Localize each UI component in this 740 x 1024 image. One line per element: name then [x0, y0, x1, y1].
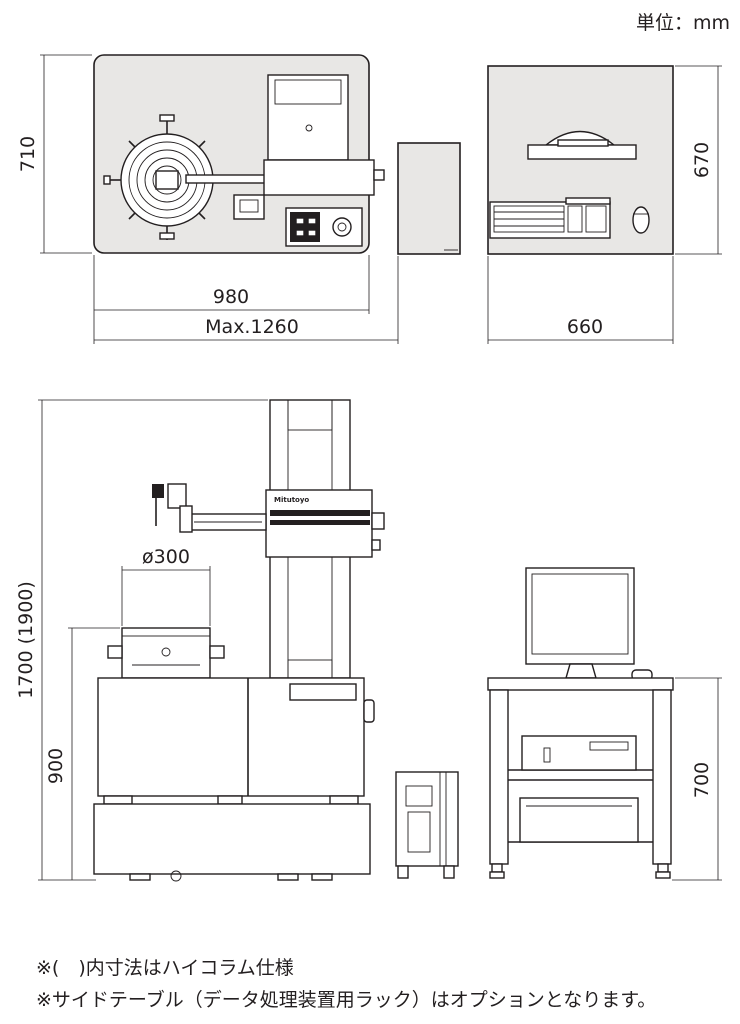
dim-670: 670	[691, 142, 713, 178]
dim-900: 900	[45, 748, 67, 784]
dim-980: 980	[213, 286, 249, 308]
pc-unit	[521, 735, 637, 771]
front-dimensions: 1700 (1900) 900 ø300 700	[15, 399, 722, 881]
front-view-rack	[487, 567, 674, 879]
printer	[519, 797, 639, 843]
dim-phi-300: ø300	[142, 546, 190, 568]
dim-710: 710	[17, 136, 39, 172]
note-high-column: ※( )内寸法はハイコラム仕様	[36, 957, 294, 979]
front-view-main-unit: Mitutoyo	[93, 399, 385, 882]
monitor-icon	[525, 567, 635, 665]
top-view-rack	[487, 65, 674, 255]
dim-700: 700	[691, 762, 713, 798]
keyboard-icon	[489, 197, 611, 239]
brand-label: Mitutoyo	[274, 496, 309, 504]
note-side-table: ※サイドテーブル（データ処理装置用ラック）はオプションとなります。	[36, 989, 657, 1011]
controller-top	[397, 142, 461, 255]
dim-660: 660	[567, 316, 603, 338]
rotary-table-top	[103, 114, 214, 240]
top-view-main-unit	[93, 54, 385, 254]
top-dimensions: 710 980 Max.1260 670 660	[17, 54, 722, 344]
mouse-icon	[632, 206, 650, 234]
dim-1700-1900: 1700 (1900)	[15, 581, 37, 699]
detector	[152, 483, 193, 533]
dim-max-1260: Max.1260	[205, 316, 299, 338]
front-view-controller	[395, 771, 459, 879]
control-panel-top	[285, 207, 363, 247]
unit-label: 単位：mm	[635, 12, 730, 34]
